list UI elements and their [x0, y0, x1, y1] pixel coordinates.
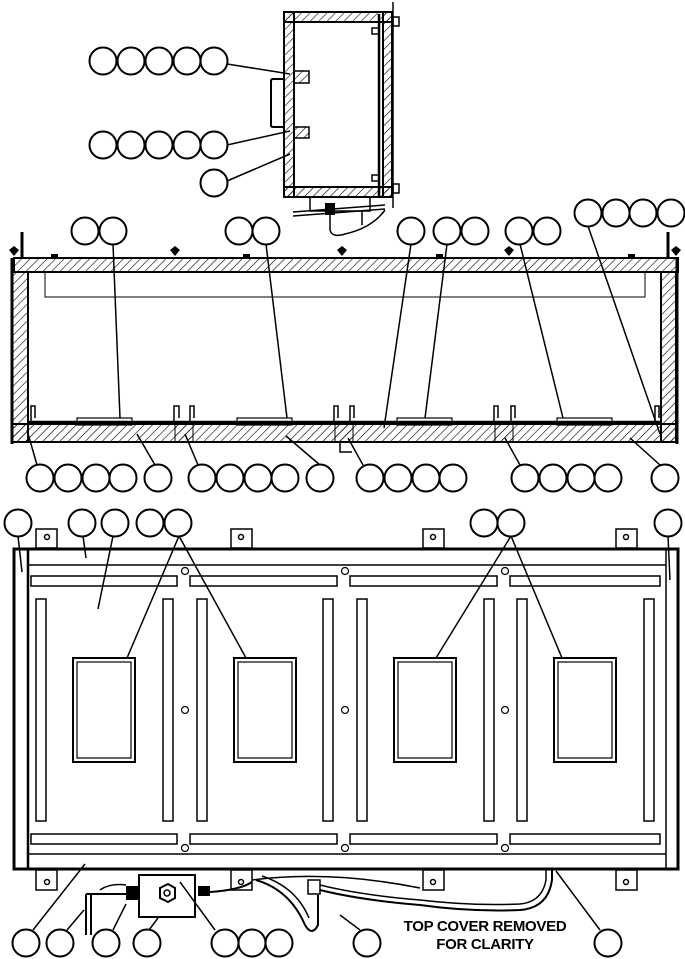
wing-nuts [9, 232, 681, 258]
heater-plates [76, 417, 613, 426]
front-section-view [9, 232, 681, 453]
control-valve [85, 869, 553, 935]
note-label: TOP COVER REMOVED FOR CLARITY [380, 918, 590, 954]
valve-assembly [292, 196, 386, 237]
callout-group-side-upper [88, 46, 229, 76]
note-line-2: FOR CLARITY [436, 936, 534, 953]
note-line-1: TOP COVER REMOVED [403, 918, 567, 935]
heater-windows [72, 657, 617, 763]
callout-bubbles [3, 46, 685, 958]
callout-side-lower [199, 168, 229, 198]
top-view [12, 528, 680, 935]
end-section-view [270, 2, 400, 237]
callout-group-side-middle [88, 130, 229, 160]
leader-lines [17, 63, 671, 931]
